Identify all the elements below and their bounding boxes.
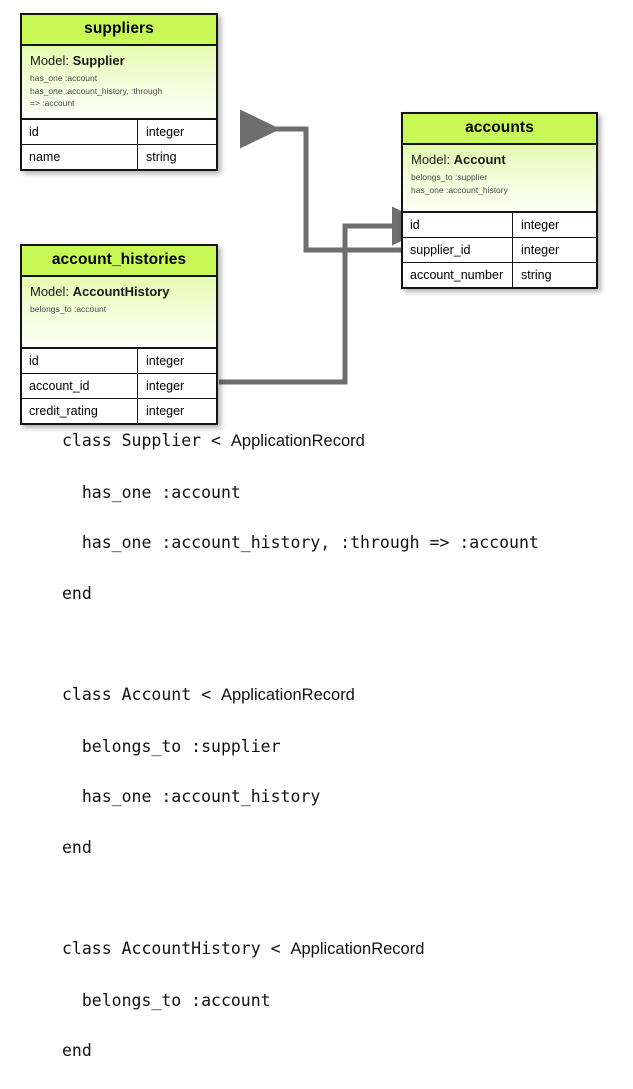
entity-title-account-histories: account_histories [22, 246, 216, 277]
field-type: string [521, 268, 552, 282]
entity-suppliers[interactable]: suppliers Model: Supplier has_one :accou… [20, 13, 218, 171]
field-row: id integer [403, 213, 596, 237]
entity-account-histories[interactable]: account_histories Model: AccountHistory … [20, 244, 218, 425]
field-name: id [403, 213, 513, 237]
code-line: belongs_to :account [62, 990, 271, 1010]
field-type: integer [146, 125, 185, 139]
code-line: class AccountHistory < ApplicationRecord [62, 938, 425, 958]
entity-fields-account-histories: id integer account_id integer credit_rat… [22, 349, 216, 423]
code-line [62, 631, 622, 656]
field-row: account_id integer [22, 373, 216, 398]
field-type: string [146, 150, 177, 164]
code-class-reference: ApplicationRecord [230, 432, 365, 450]
field-type: integer [521, 218, 560, 232]
association-line: has_one :account [30, 73, 98, 83]
field-row: name string [22, 144, 216, 169]
association-line: has_one :account_history [411, 184, 508, 195]
connector-histories-to-accounts [219, 206, 433, 385]
code-line: class Supplier < ApplicationRecord [62, 431, 365, 450]
code-line: has_one :account_history, :through => :a… [62, 533, 539, 553]
association-line: => :account [30, 98, 75, 109]
entity-accounts[interactable]: accounts Model: Account belongs_to :supp… [401, 112, 598, 289]
field-name: supplier_id [403, 238, 513, 262]
field-name: account_number [403, 263, 513, 287]
entity-model-accounts: Model: Account belongs_to :supplier has_… [403, 145, 596, 213]
field-type: integer [521, 243, 560, 257]
code-class-reference: ApplicationRecord [290, 939, 425, 958]
association-line: has_one :account_history, :through [30, 85, 163, 96]
code-line: class Account < ApplicationRecord [62, 684, 355, 704]
code-line: end [62, 837, 92, 857]
connector-accounts-to-suppliers [240, 109, 401, 253]
code-line: end [62, 1041, 92, 1061]
ruby-code-block: class Supplier < ApplicationRecord has_o… [62, 428, 622, 1089]
field-name: id [22, 120, 138, 144]
model-name-line: Model: Supplier [30, 53, 208, 68]
field-name: credit_rating [22, 399, 138, 423]
association-line: belongs_to :account [30, 304, 107, 314]
field-name: account_id [22, 374, 138, 398]
er-diagram: suppliers Model: Supplier has_one :accou… [0, 0, 633, 430]
model-label: Model: [30, 284, 70, 299]
entity-model-suppliers: Model: Supplier has_one :account has_one… [22, 46, 216, 120]
field-row: account_number string [403, 262, 596, 287]
code-line [62, 885, 622, 910]
field-row: credit_rating integer [22, 398, 216, 423]
entity-fields-suppliers: id integer name string [22, 120, 216, 169]
model-name-line: Model: AccountHistory [30, 284, 208, 299]
entity-title-suppliers: suppliers [22, 15, 216, 46]
model-class-name: Account [453, 152, 506, 167]
model-label: Model: [30, 53, 70, 68]
entity-fields-accounts: id integer supplier_id integer account_n… [403, 213, 596, 287]
field-name: name [22, 145, 138, 169]
code-line: has_one :account [62, 482, 241, 502]
field-type: integer [146, 404, 185, 418]
model-label: Model: [411, 152, 451, 167]
code-line: has_one :account_history [62, 787, 321, 807]
model-class-name: Supplier [72, 53, 125, 68]
field-type: integer [146, 354, 185, 368]
code-class-reference: ApplicationRecord [220, 685, 355, 704]
model-name-line: Model: Account [411, 152, 588, 167]
field-type: integer [146, 379, 185, 393]
code-line: belongs_to :supplier [62, 736, 281, 756]
entity-model-account-histories: Model: AccountHistory belongs_to :accoun… [22, 277, 216, 349]
relationship-connectors [219, 109, 433, 385]
field-row: supplier_id integer [403, 237, 596, 262]
field-row: id integer [22, 120, 216, 144]
entity-title-accounts: accounts [403, 114, 596, 145]
association-line: belongs_to :supplier [411, 172, 488, 182]
model-class-name: AccountHistory [72, 284, 170, 299]
field-row: id integer [22, 349, 216, 373]
code-line: end [62, 583, 92, 603]
field-name: id [22, 349, 138, 373]
